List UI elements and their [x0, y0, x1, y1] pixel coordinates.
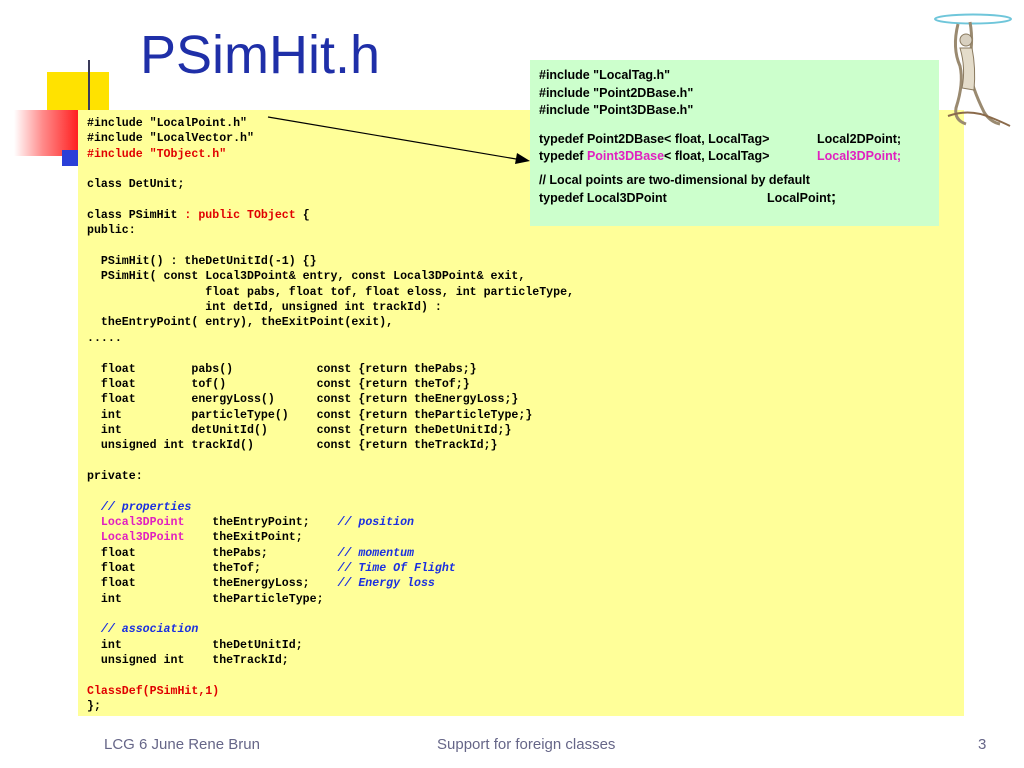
code-segment: class DetUnit; — [87, 178, 185, 192]
code-segment: float tof() const {return theTof;} — [87, 377, 470, 391]
code-segment: float energyLoss() const {return theEner… — [87, 393, 519, 407]
code-segment: int particleType() const {return thePart… — [87, 408, 533, 422]
include-box-comment: // Local points are two-dimensional by d… — [539, 172, 810, 187]
code-segment: { — [295, 209, 310, 223]
code-line: Local3DPoint theEntryPoint; // position — [87, 516, 414, 529]
code-segment: // association — [100, 623, 199, 637]
code-segment: PSimHit() : theDetUnitId(-1) {} — [87, 255, 317, 269]
include-line: #include "Point2DBase.h" — [539, 85, 694, 100]
code-line: ..... — [87, 332, 122, 345]
code-line: Local3DPoint theExitPoint; — [87, 531, 303, 544]
code-segment: : public TObject — [184, 209, 296, 223]
code-line: float theTof; // Time Of Flight — [87, 562, 456, 575]
code-line: int detUnitId() const {return theDetUnit… — [87, 423, 512, 437]
code-line: int theDetUnitId; — [87, 639, 303, 652]
code-segment: theEntryPoint( entry), theExitPoint(exit… — [87, 316, 394, 330]
code-line: #include "TObject.h" — [87, 148, 226, 161]
code-segment: int theDetUnitId; — [87, 638, 303, 652]
page-number: 3 — [978, 736, 987, 753]
code-segment: // Energy loss — [337, 577, 435, 591]
code-line: // association — [87, 623, 198, 636]
code-line: class DetUnit; — [87, 178, 184, 191]
code-segment: float pabs() const {return thePabs;} — [87, 362, 477, 376]
code-line: #include "LocalVector.h" — [87, 132, 254, 145]
code-line: float thePabs; // momentum — [87, 547, 414, 560]
code-line: private: — [87, 470, 143, 483]
code-segment: class PSimHit — [87, 209, 185, 223]
code-line: theEntryPoint( entry), theExitPoint(exit… — [87, 316, 393, 329]
code-segment: unsigned int theTrackId; — [87, 654, 289, 668]
code-segment: #include "LocalPoint.h" — [87, 117, 248, 130]
code-segment: // Time Of Flight — [337, 561, 456, 575]
typedef-local3dpoint: typedef Point3DBase< float, LocalTag>Loc… — [539, 149, 902, 163]
code-line: public: — [87, 224, 136, 237]
code-segment — [87, 531, 101, 544]
code-segment: // properties — [100, 500, 192, 514]
code-segment: Local3DPoint — [100, 531, 185, 545]
code-segment: int theParticleType; — [87, 592, 324, 606]
code-segment: #include "LocalVector.h" — [87, 132, 254, 146]
code-line: ClassDef(PSimHit,1) — [87, 685, 219, 698]
juggler-figure-icon — [934, 13, 1012, 127]
code-segment: #include "TObject.h" — [87, 147, 227, 161]
code-segment: float theTof; — [87, 561, 338, 575]
include-box: #include "LocalTag.h" #include "Point2DB… — [530, 60, 939, 226]
code-segment: Local3DPoint — [100, 515, 185, 529]
code-segment: ..... — [87, 331, 122, 345]
footer-topic: Support for foreign classes — [437, 736, 616, 753]
code-segment: }; — [87, 700, 101, 714]
code-segment: ClassDef(PSimHit,1) — [87, 684, 220, 698]
code-segment: // position — [337, 515, 415, 529]
include-line: #include "Point3DBase.h" — [539, 103, 694, 117]
code-segment: theExitPoint; — [184, 531, 303, 545]
footer-author: LCG 6 June Rene Brun — [104, 736, 260, 753]
code-line: float theEnergyLoss; // Energy loss — [87, 577, 435, 590]
code-line: float pabs, float tof, float eloss, int … — [87, 286, 574, 299]
code-line: unsigned int theTrackId; — [87, 654, 289, 667]
code-segment: unsigned int trackId() const {return the… — [87, 439, 498, 453]
code-line: // properties — [87, 501, 191, 514]
code-line: class PSimHit : public TObject { — [87, 209, 310, 222]
code-line: unsigned int trackId() const {return the… — [87, 439, 498, 452]
slide-title: PSimHit.h — [140, 25, 381, 85]
code-segment: float pabs, float tof, float eloss, int … — [87, 285, 575, 299]
code-line: #include "LocalPoint.h" — [87, 117, 247, 130]
code-segment — [87, 501, 101, 514]
code-segment: private: — [87, 469, 143, 483]
include-line: #include "LocalTag.h" — [539, 68, 671, 82]
code-line: int particleType() const {return thePart… — [87, 409, 532, 422]
code-segment: public: — [87, 224, 136, 238]
code-segment: float theEnergyLoss; — [87, 577, 338, 591]
code-line: float energyLoss() const {return theEner… — [87, 393, 518, 406]
code-segment: float thePabs; — [87, 546, 338, 560]
code-segment — [87, 623, 101, 636]
code-line: int detId, unsigned int trackId) : — [87, 301, 442, 314]
decor-blue-square — [62, 150, 78, 166]
decor-red-bar — [14, 110, 78, 156]
code-line: float tof() const {return theTof;} — [87, 378, 470, 391]
code-segment — [87, 516, 101, 529]
code-segment: PSimHit( const Local3DPoint& entry, cons… — [87, 270, 526, 284]
code-segment: theEntryPoint; — [184, 515, 338, 529]
code-segment: // momentum — [337, 546, 414, 560]
code-line: int theParticleType; — [87, 593, 324, 606]
code-line: PSimHit( const Local3DPoint& entry, cons… — [87, 270, 525, 283]
code-line: float pabs() const {return thePabs;} — [87, 363, 477, 376]
code-line: PSimHit() : theDetUnitId(-1) {} — [87, 255, 317, 268]
code-segment: int detUnitId() const {return theDetUnit… — [87, 423, 512, 437]
code-segment: int detId, unsigned int trackId) : — [87, 301, 442, 315]
code-line: }; — [87, 700, 101, 713]
typedef-local2dpoint: typedef Point2DBase< float, LocalTag>Loc… — [539, 131, 902, 146]
code-listing: #include "LocalPoint.h" #include "LocalV… — [87, 116, 574, 714]
